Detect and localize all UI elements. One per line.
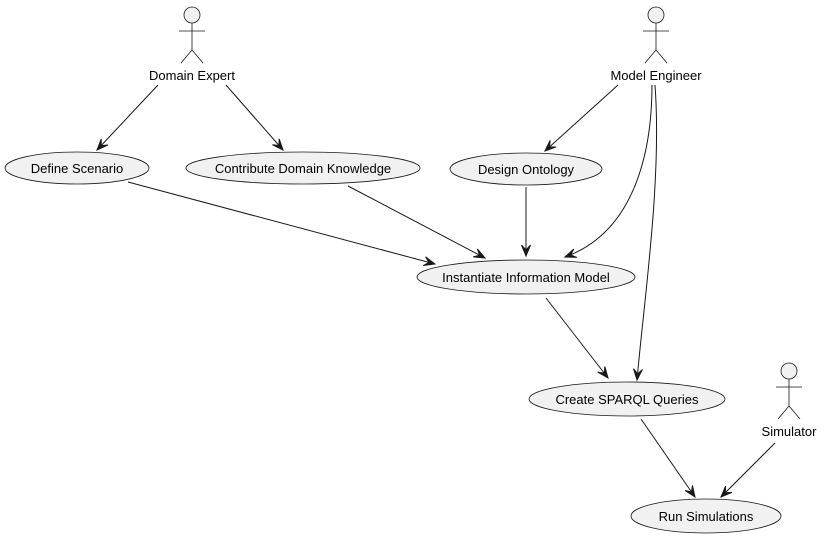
arrowhead-icon	[96, 138, 109, 151]
association-line	[127, 181, 436, 265]
usecase-define-scenario[interactable]: Define Scenario	[4, 151, 150, 185]
usecase-label: Design Ontology	[478, 162, 575, 177]
association-line	[720, 442, 776, 498]
usecase-label: Contribute Domain Knowledge	[215, 161, 391, 176]
association-contribute-domain-knowledge-to-instantiate-information-model	[347, 185, 487, 259]
association-model-engineer-to-design-ontology	[544, 84, 619, 152]
arrowhead-icon	[597, 366, 609, 380]
arrowhead-icon	[684, 485, 696, 499]
association-model-engineer-to-instantiate-information-model	[563, 84, 653, 258]
usecase-label: Run Simulations	[659, 509, 754, 524]
usecase-instantiate-information-model[interactable]: Instantiate Information Model	[416, 259, 636, 295]
association-line	[564, 84, 653, 258]
arrowhead-icon	[521, 244, 531, 258]
usecase-label: Define Scenario	[31, 161, 124, 176]
arrowhead-icon	[720, 485, 733, 498]
stick-figure-icon	[776, 362, 802, 420]
association-design-ontology-to-instantiate-information-model	[521, 187, 531, 258]
usecase-label: Create SPARQL Queries	[555, 392, 699, 407]
actor-model-engineer[interactable]: Model Engineer	[610, 6, 702, 83]
association-model-engineer-to-create-sparql-queries	[633, 84, 658, 382]
usecase-label: Instantiate Information Model	[442, 270, 610, 285]
usecase-design-ontology[interactable]: Design Ontology	[449, 152, 603, 186]
usecase-create-sparql-queries[interactable]: Create SPARQL Queries	[528, 381, 726, 417]
association-define-scenario-to-instantiate-information-model	[127, 181, 437, 267]
arrowhead-icon	[563, 248, 578, 258]
association-line	[225, 84, 284, 151]
association-line	[347, 185, 486, 259]
association-line	[640, 418, 696, 498]
association-domain-expert-to-contribute-domain-knowledge	[225, 84, 284, 151]
arrowhead-icon	[272, 138, 284, 151]
arrowhead-icon	[633, 368, 643, 382]
usecase-contribute-domain-knowledge[interactable]: Contribute Domain Knowledge	[185, 151, 421, 185]
actor-label: Model Engineer	[610, 68, 702, 83]
stick-figure-icon	[643, 6, 669, 64]
association-line	[96, 84, 159, 151]
arrowhead-icon	[544, 140, 557, 152]
actor-label: Simulator	[762, 424, 818, 439]
arrowhead-icon	[422, 256, 437, 267]
association-line	[544, 84, 619, 152]
association-domain-expert-to-define-scenario	[96, 84, 159, 151]
actor-label: Domain Expert	[149, 68, 235, 83]
actor-simulator[interactable]: Simulator	[762, 362, 818, 439]
arrowhead-icon	[473, 248, 487, 259]
relations-layer	[96, 84, 776, 499]
association-line	[636, 84, 658, 381]
stick-figure-icon	[179, 6, 205, 64]
actor-domain-expert[interactable]: Domain Expert	[149, 6, 235, 83]
usecase-run-simulations[interactable]: Run Simulations	[630, 498, 782, 534]
association-simulator-to-run-simulations	[720, 442, 776, 498]
association-instantiate-information-model-to-create-sparql-queries	[545, 297, 609, 380]
association-create-sparql-queries-to-run-simulations	[640, 418, 696, 499]
association-line	[545, 297, 609, 379]
